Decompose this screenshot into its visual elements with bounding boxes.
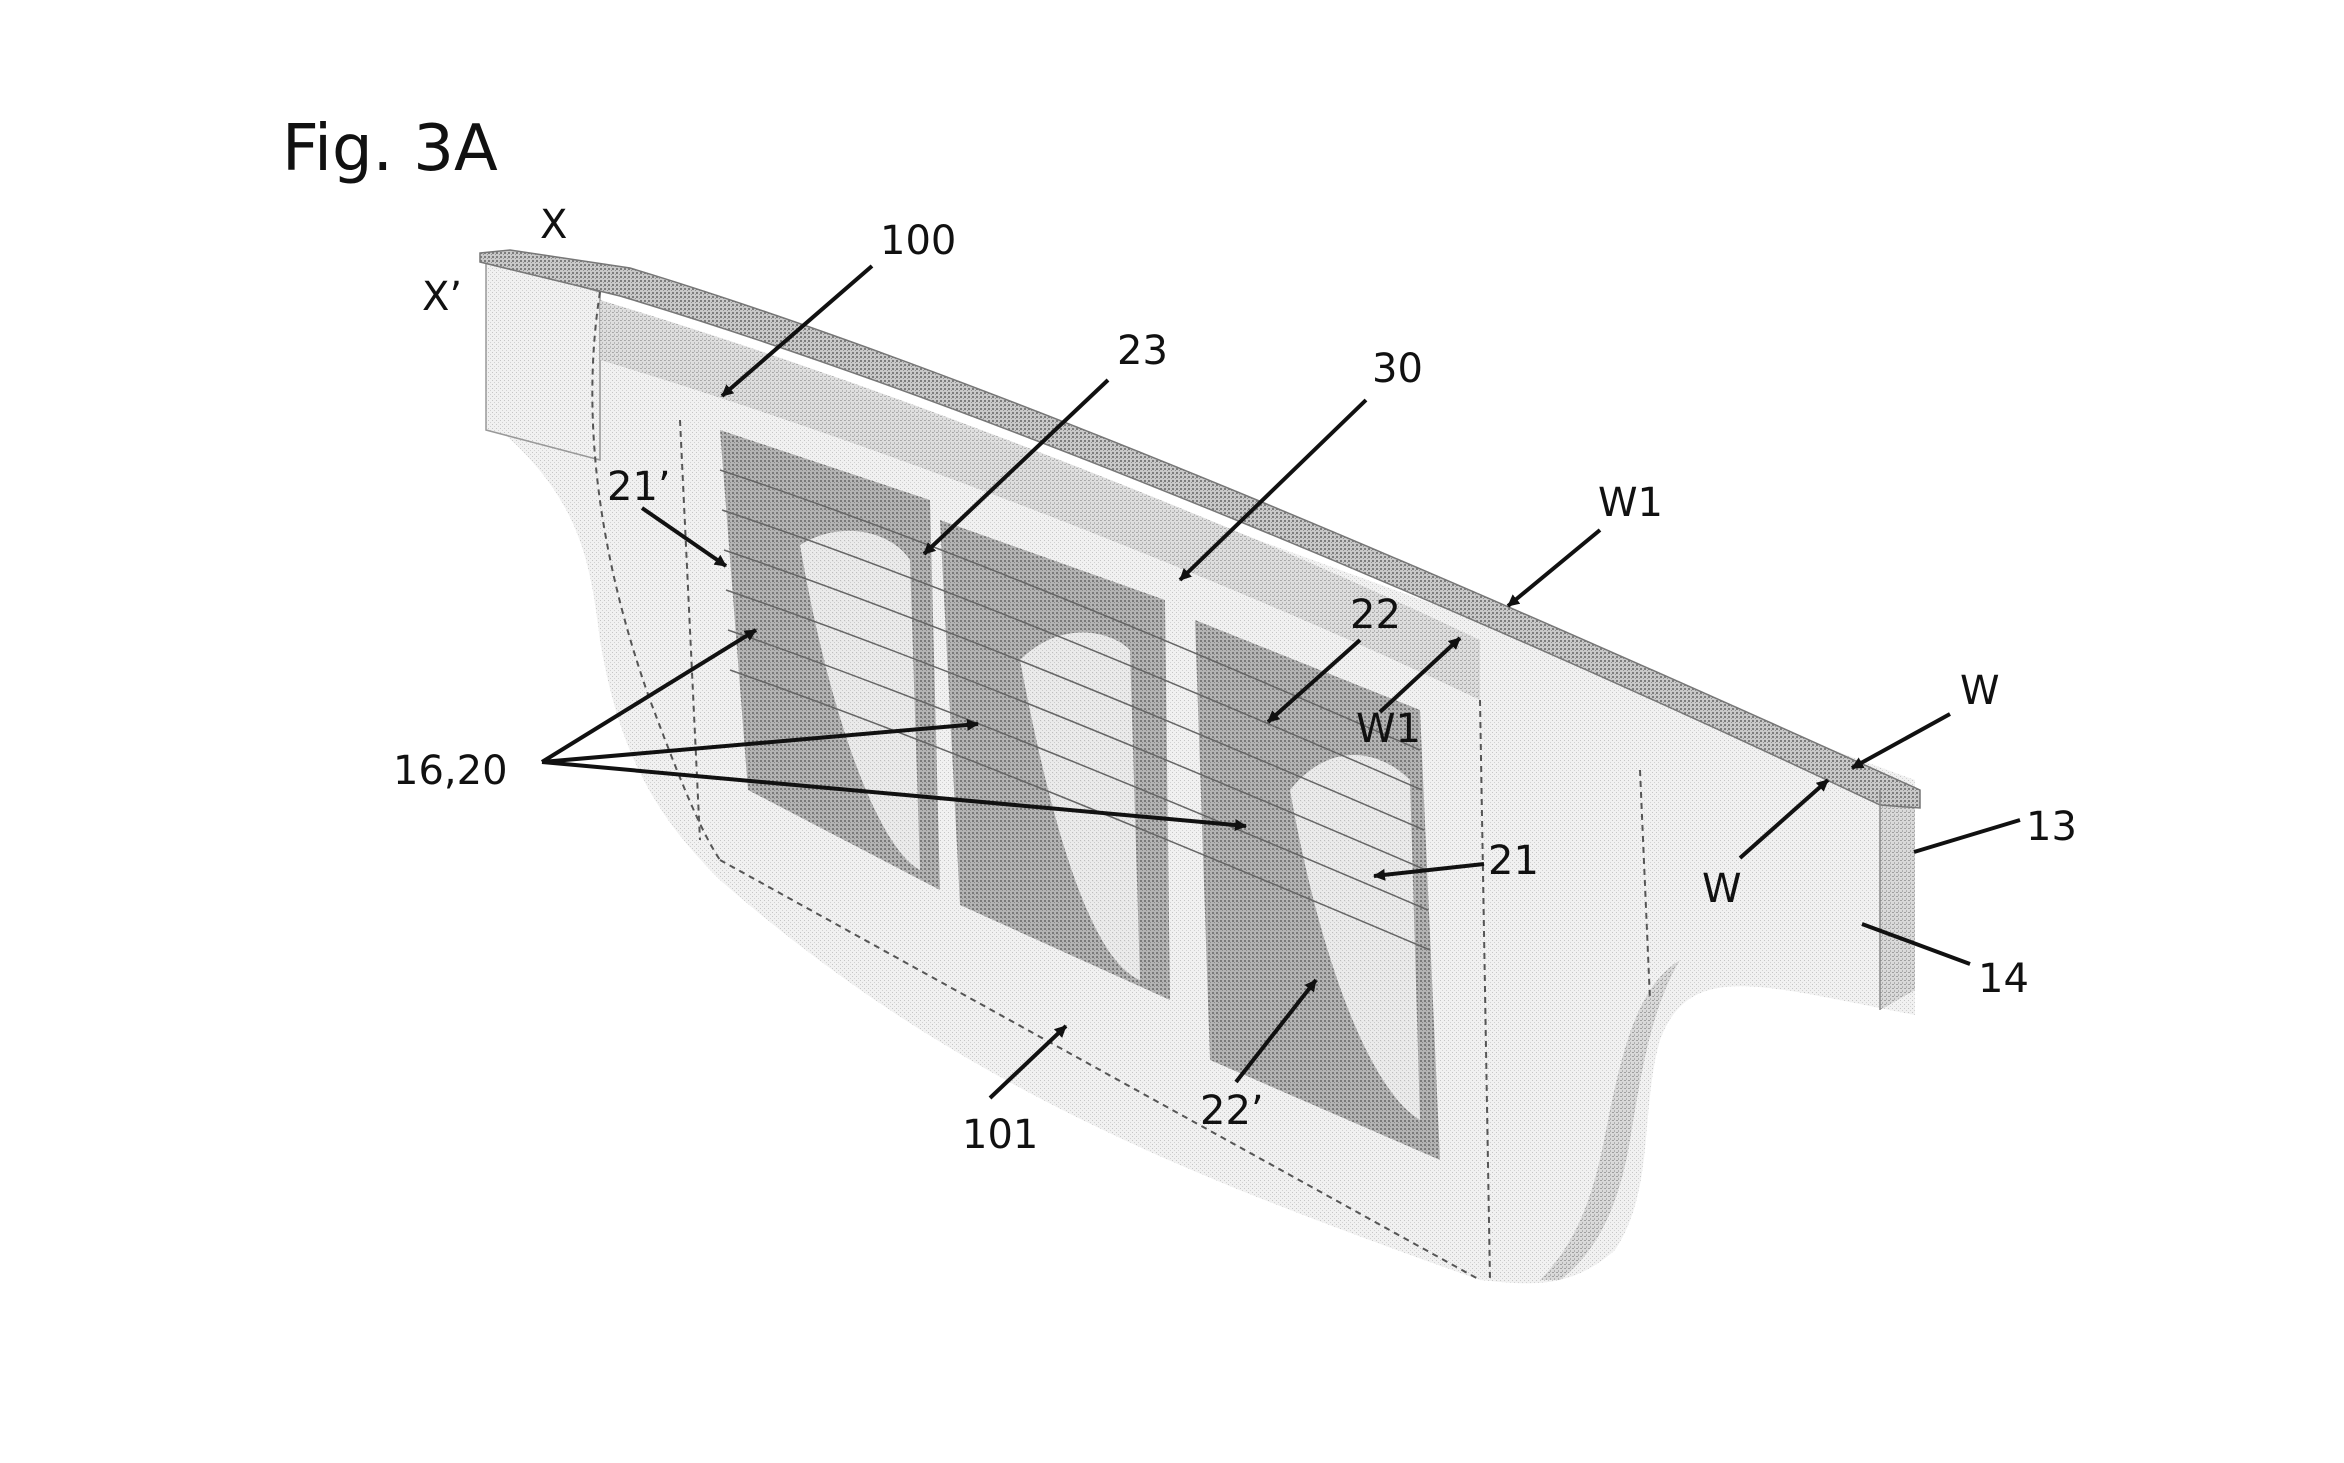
- lamella-3: [1290, 755, 1420, 1120]
- label-13: 13: [2026, 804, 2077, 850]
- label-x-prime: X’: [422, 274, 462, 320]
- left-end-face: [485, 256, 601, 461]
- lamella-1: [800, 530, 920, 870]
- arrow-30: [1178, 398, 1368, 582]
- reference-labels: X X’ 100 23 30 21’ W1 22 W1 W 13 16,20 2…: [393, 202, 2077, 1158]
- upper-band: [600, 300, 1480, 700]
- top-flange: [479, 249, 1921, 809]
- figure-title: Fig. 3A: [282, 112, 498, 186]
- rib-lines: [719, 469, 1431, 951]
- arrow-w1-inner: [1378, 636, 1462, 714]
- label-16-20: 16,20: [393, 748, 508, 794]
- label-22-prime: 22’: [1200, 1088, 1264, 1134]
- label-101: 101: [962, 1112, 1038, 1158]
- dashed-outlines: [591, 291, 1651, 1281]
- arrow-16-20-a: [540, 628, 758, 764]
- arrow-23: [922, 378, 1110, 556]
- label-w1-top: W1: [1598, 480, 1663, 526]
- arrow-16-20-c: [541, 760, 1247, 831]
- arrow-16-20-b: [541, 718, 979, 764]
- lamella-2: [1020, 632, 1140, 980]
- arrow-21-prime: [640, 506, 728, 568]
- arrow-w-bottom: [1738, 778, 1830, 860]
- label-w1-inner: W1: [1356, 706, 1421, 752]
- label-21-prime: 21’: [607, 464, 671, 510]
- label-23: 23: [1117, 328, 1168, 374]
- label-22: 22: [1350, 592, 1401, 638]
- leader-14: [1861, 922, 1971, 966]
- leader-arrows: [540, 264, 2021, 1100]
- label-w-bottom: W: [1702, 866, 1742, 912]
- arrow-21: [1373, 862, 1485, 881]
- arrow-22-prime: [1234, 978, 1318, 1084]
- leader-13: [1913, 818, 2021, 854]
- label-14: 14: [1978, 956, 2029, 1002]
- leg-shadow: [1540, 960, 1680, 1280]
- label-21: 21: [1488, 838, 1539, 884]
- arrow-w1-top: [1506, 528, 1602, 608]
- arrow-101: [988, 1024, 1068, 1100]
- label-100: 100: [880, 218, 956, 264]
- arrow-w-top: [1851, 712, 1951, 770]
- part-drawing: [479, 249, 1921, 1284]
- label-w-top: W: [1960, 668, 2000, 714]
- label-x: X: [540, 202, 567, 248]
- right-end-face-13: [1880, 782, 1915, 1010]
- label-30: 30: [1372, 346, 1423, 392]
- arrow-22: [1266, 638, 1362, 724]
- arrow-100: [720, 264, 874, 398]
